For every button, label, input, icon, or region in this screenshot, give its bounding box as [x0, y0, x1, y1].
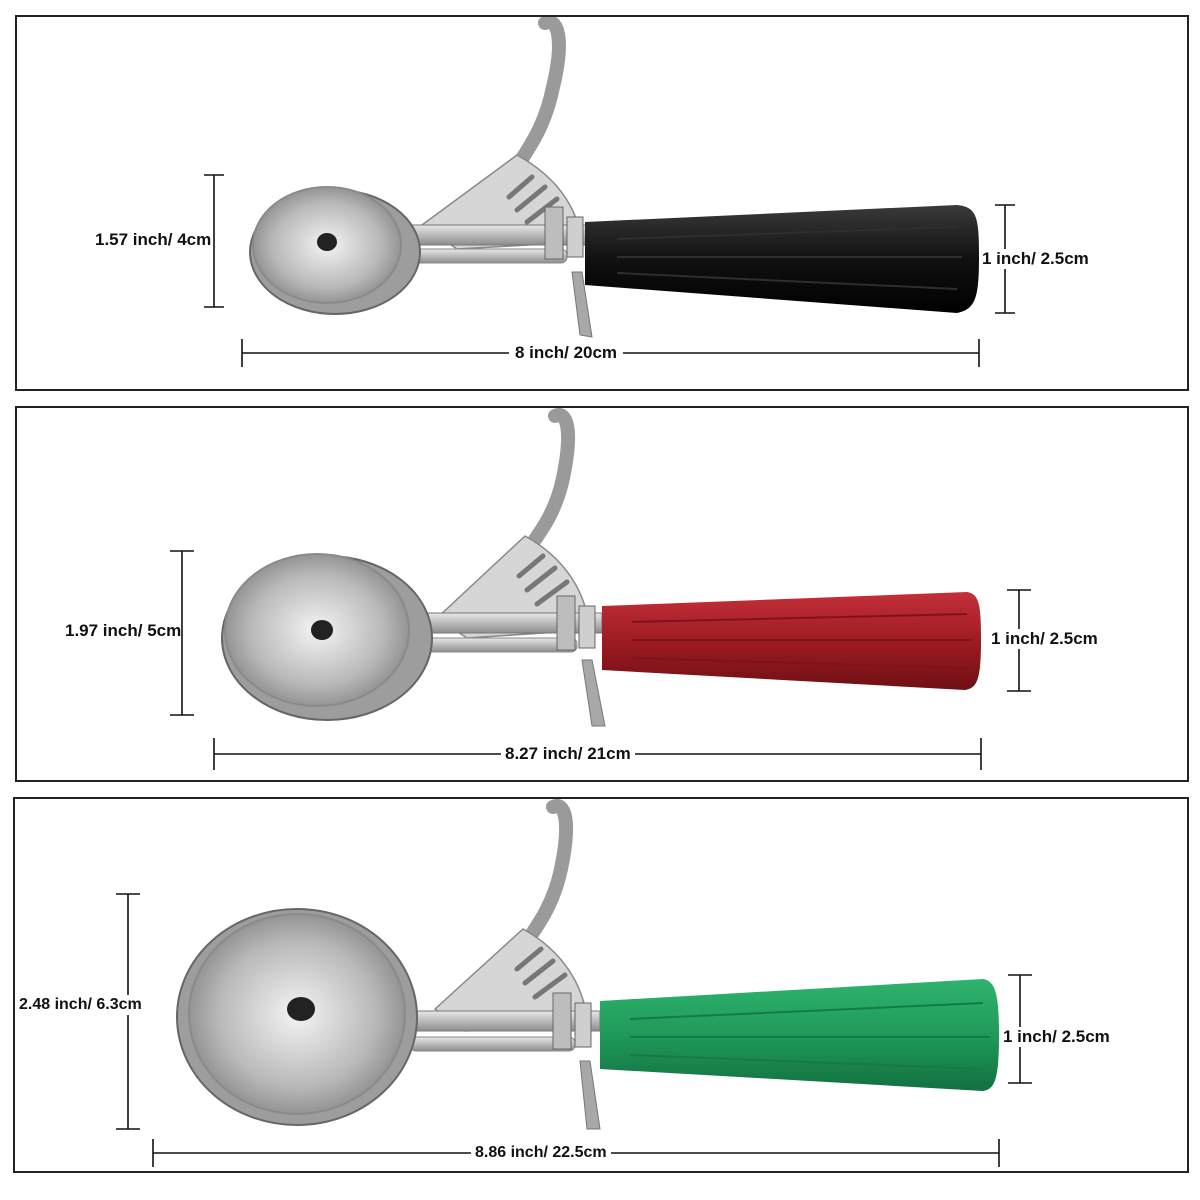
handle-diameter-label: 1 inch/ 2.5cm [982, 249, 1089, 269]
handle-diameter-label: 1 inch/ 2.5cm [991, 629, 1098, 649]
scoop-panel-medium: 1.97 inch/ 5cm 1 inch/ 2.5cm 8.27 inch/ … [15, 406, 1189, 782]
bowl-diameter-label: 2.48 inch/ 6.3cm [19, 995, 142, 1015]
scoop-illustration-small [204, 17, 1015, 367]
scoop-illustration-large [116, 799, 1032, 1167]
total-length-label: 8 inch/ 20cm [509, 343, 624, 363]
bowl-diameter-label: 1.57 inch/ 4cm [95, 230, 212, 250]
total-length-label: 8.27 inch/ 21cm [501, 744, 635, 764]
scoop-panel-large: 2.48 inch/ 6.3cm 1 inch/ 2.5cm 8.86 inch… [13, 797, 1189, 1173]
scoop-panel-small: 1.57 inch/ 4cm 1 inch/ 2.5cm 8 inch/ 20c… [15, 15, 1189, 391]
total-length-label: 8.86 inch/ 22.5cm [471, 1143, 611, 1163]
scoop-illustration-medium [170, 408, 1031, 770]
handle-diameter-label: 1 inch/ 2.5cm [1003, 1027, 1110, 1047]
bowl-diameter-label: 1.97 inch/ 5cm [65, 621, 182, 641]
